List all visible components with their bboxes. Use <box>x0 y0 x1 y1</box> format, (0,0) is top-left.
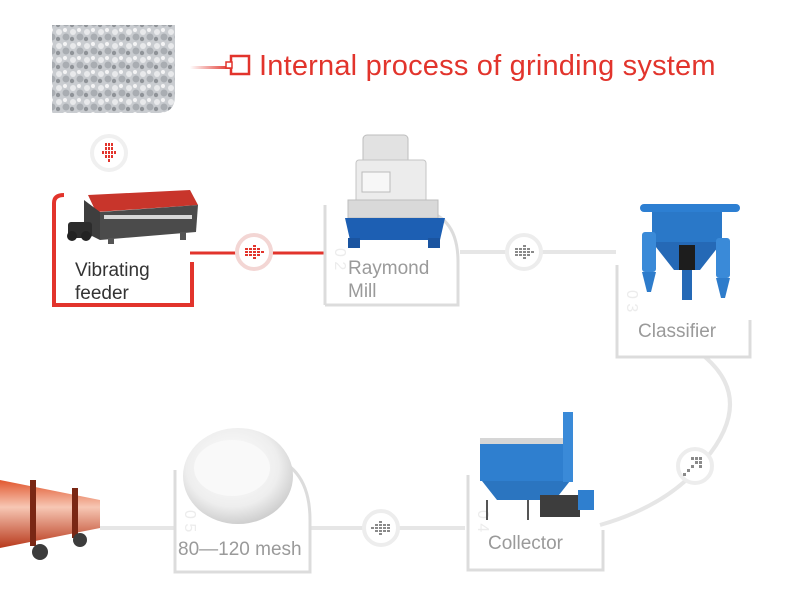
mill-label-line2: Mill <box>348 281 377 302</box>
arrow-left-icon <box>362 509 400 547</box>
arrow-down-icon <box>90 134 128 172</box>
rock-image <box>52 25 175 113</box>
card-classifier[interactable] <box>615 265 752 359</box>
arrow-right-icon <box>235 233 273 271</box>
raymond-mill-image <box>345 134 445 248</box>
feeder-label: Vibrating feeder <box>75 259 150 305</box>
vibrating-feeder-image <box>67 190 198 244</box>
title-marker-icon <box>190 54 251 76</box>
classifier-image <box>640 204 740 300</box>
collector-label: Collector <box>488 533 563 554</box>
classifier-label: Classifier <box>638 321 717 342</box>
arrow-right-icon-grey <box>505 233 543 271</box>
svg-text:0 5: 0 5 <box>181 510 198 532</box>
svg-text:0 3: 0 3 <box>623 290 640 312</box>
card-feeder[interactable] <box>52 193 194 307</box>
product-label: 80—120 mesh <box>178 539 302 560</box>
svg-text:0 4: 0 4 <box>474 510 491 532</box>
card-collector[interactable] <box>466 475 605 572</box>
feeder-label-line2: feeder <box>75 283 129 304</box>
mill-label: Raymond Mill <box>348 257 429 303</box>
arrow-diagonal-icon <box>676 447 714 485</box>
mill-label-line1: Raymond <box>348 258 430 279</box>
svg-text:0 2: 0 2 <box>331 248 348 270</box>
powder-image <box>183 428 293 524</box>
page-title: Internal process of grinding system <box>259 50 716 82</box>
feeder-label-line1: Vibrating <box>75 260 150 281</box>
rotary-dryer-image <box>0 480 100 560</box>
collector-image <box>480 412 594 520</box>
